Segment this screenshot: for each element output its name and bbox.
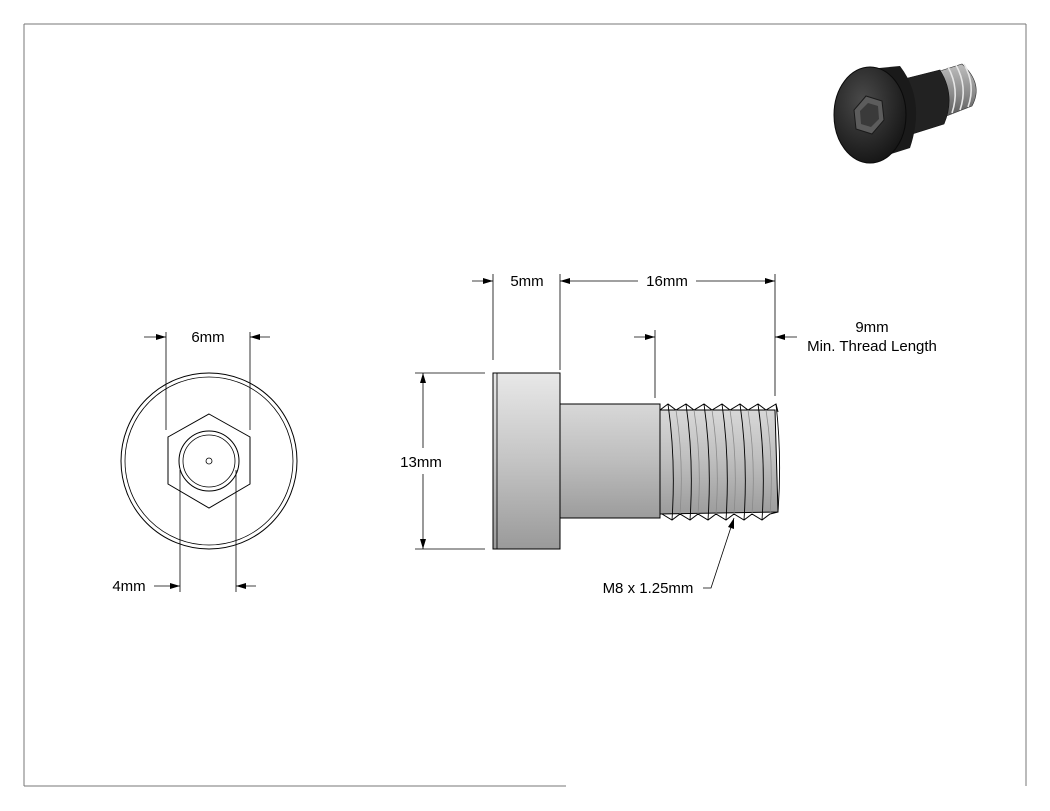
thread-helix-lines (667, 403, 781, 521)
head-chamfer-circle (124, 376, 294, 546)
dim-label-head-diameter: 13mm (400, 454, 442, 471)
hex-socket (167, 413, 251, 509)
socket-inner-circle (182, 434, 236, 488)
dimension-4mm: 4mm (112, 470, 256, 595)
socket-bottom-circle (178, 430, 240, 492)
dim-label-head-length: 5mm (510, 273, 543, 290)
dim-label-shoulder-length: 16mm (646, 273, 688, 290)
dimension-head-diameter: 13mm (400, 372, 485, 550)
thread-spec-label: M8 x 1.25mm (603, 580, 694, 597)
dim-label-hex-depth: 4mm (112, 578, 145, 595)
center-mark (205, 457, 213, 465)
dimension-thread-length: 9mm Min. Thread Length (634, 319, 937, 398)
dimension-6mm: 6mm (144, 329, 270, 430)
dim-label-thread-length: 9mm (855, 319, 888, 336)
side-view (492, 372, 781, 550)
thread-callout: M8 x 1.25mm (603, 517, 735, 597)
front-view (120, 372, 298, 550)
head-outer-circle (120, 372, 298, 550)
drawing-frame (23, 23, 1027, 787)
dim-label-thread-caption: Min. Thread Length (807, 338, 937, 355)
dimension-head-shoulder: 5mm 16mm (472, 273, 776, 396)
isometric-view (833, 63, 977, 164)
dim-label-hex-width: 6mm (191, 329, 224, 346)
screw-head (492, 372, 561, 550)
shoulder-shaft (559, 403, 661, 519)
